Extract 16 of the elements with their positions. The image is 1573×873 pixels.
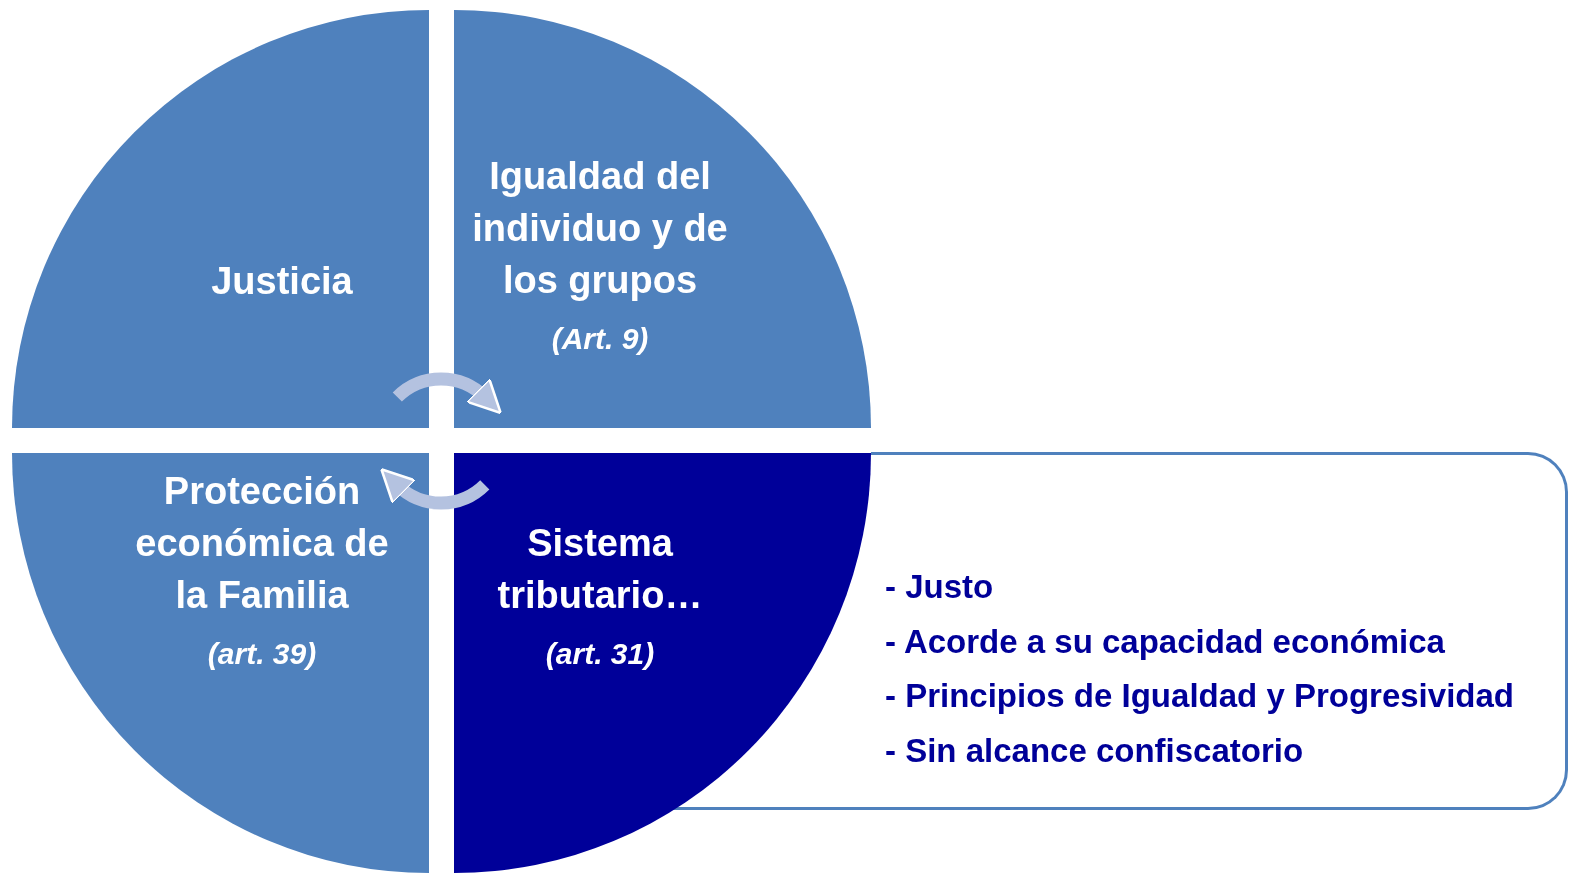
quadrant-title: Protección económica de la Familia <box>134 469 390 618</box>
quadrant-segment <box>454 453 871 873</box>
article-reference: (art. 31) <box>544 636 656 672</box>
quadrant-title: Igualdad del individuo y de los grupos <box>471 154 729 303</box>
quadrant-segment <box>12 453 429 873</box>
curved-arrow <box>379 468 490 510</box>
bullet-item: - Sin alcance confiscatorio <box>885 730 1305 771</box>
bullet-item: - Justo <box>885 567 995 607</box>
bullet-item: - Principios de Igualdad y Progresividad <box>885 676 1514 716</box>
bullet-item: - Acorde a su capacidad económica <box>885 621 1446 662</box>
article-reference: (Art. 9) <box>550 321 650 357</box>
article-reference: (art. 39) <box>206 636 318 672</box>
bullet-list-panel <box>871 452 1568 810</box>
quadrant-title: Justicia <box>210 259 354 304</box>
quadrant-title: Sistema tributario… <box>496 521 704 618</box>
curved-arrow <box>393 372 503 414</box>
